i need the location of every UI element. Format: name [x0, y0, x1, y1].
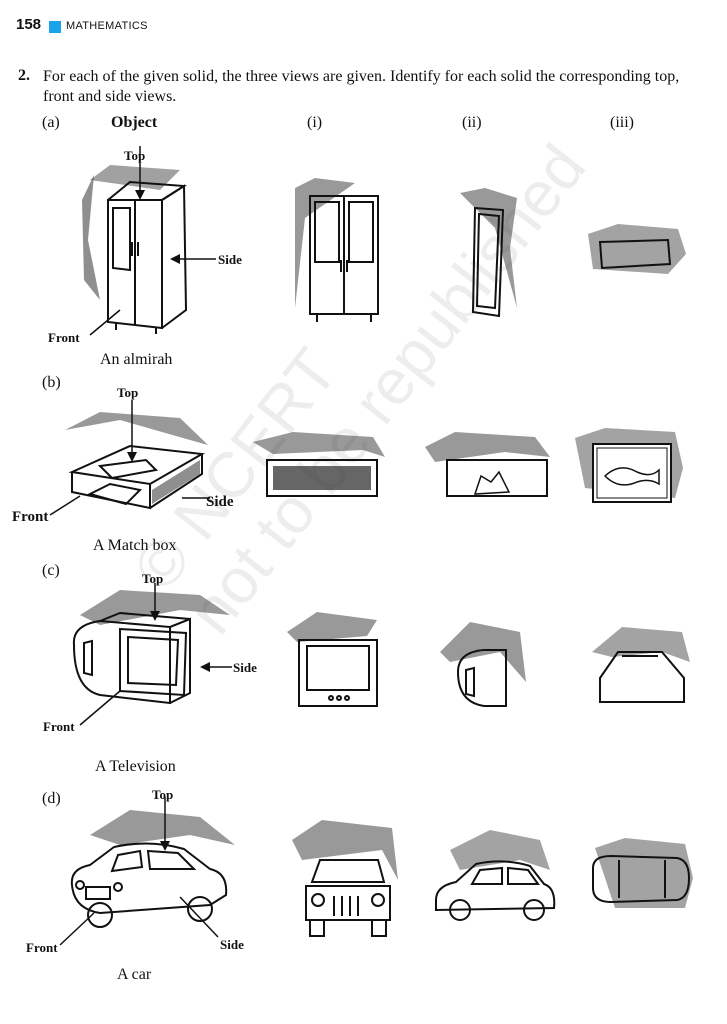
car-view-iii [592, 838, 693, 908]
column-header-ii: (ii) [462, 114, 482, 131]
label-top-d: Top [152, 787, 174, 802]
label-front-b: Front [12, 509, 49, 525]
header-square-icon [49, 21, 61, 33]
column-header-i: (i) [307, 114, 323, 131]
question-number: 2. [18, 67, 30, 84]
caption-matchbox: A Match box [93, 537, 177, 554]
car-view-ii [435, 830, 556, 921]
label-top-c: Top [142, 571, 164, 586]
label-top-b: Top [117, 385, 139, 400]
caption-car: A car [117, 966, 152, 983]
question-text: For each of the given solid, the three v… [43, 68, 680, 105]
column-header-iii: (iii) [610, 114, 634, 131]
almirah-view-ii [460, 188, 517, 318]
caption-television: A Television [95, 758, 176, 775]
label-side-a: Side [218, 252, 242, 267]
matchbox-view-i [253, 432, 385, 497]
row-label-b: (b) [42, 374, 61, 391]
car-view-i [292, 820, 398, 937]
header-title: MATHEMATICS [66, 20, 148, 32]
almirah-object-drawing [82, 146, 216, 336]
column-header-object: Object [111, 114, 158, 131]
label-front-a: Front [48, 330, 80, 345]
matchbox-object-drawing [49, 400, 210, 516]
television-view-ii [440, 622, 526, 707]
almirah-view-i [295, 178, 379, 322]
row-label-c: (c) [42, 562, 60, 579]
television-object-drawing [72, 583, 232, 726]
matchbox-view-iii [575, 428, 683, 503]
caption-almirah: An almirah [100, 351, 173, 368]
row-label-a: (a) [42, 114, 60, 131]
car-object-drawing [59, 797, 235, 946]
television-view-iii [592, 627, 690, 703]
label-side-d: Side [220, 937, 244, 952]
label-front-c: Front [43, 719, 75, 734]
row-label-d: (d) [42, 790, 61, 807]
television-view-i [287, 612, 378, 707]
label-front-d: Front [26, 940, 58, 955]
page-number: 158 [16, 16, 42, 33]
label-side-b: Side [206, 494, 234, 510]
label-side-c: Side [233, 660, 257, 675]
almirah-view-iii [588, 224, 686, 274]
matchbox-view-ii [425, 432, 550, 497]
